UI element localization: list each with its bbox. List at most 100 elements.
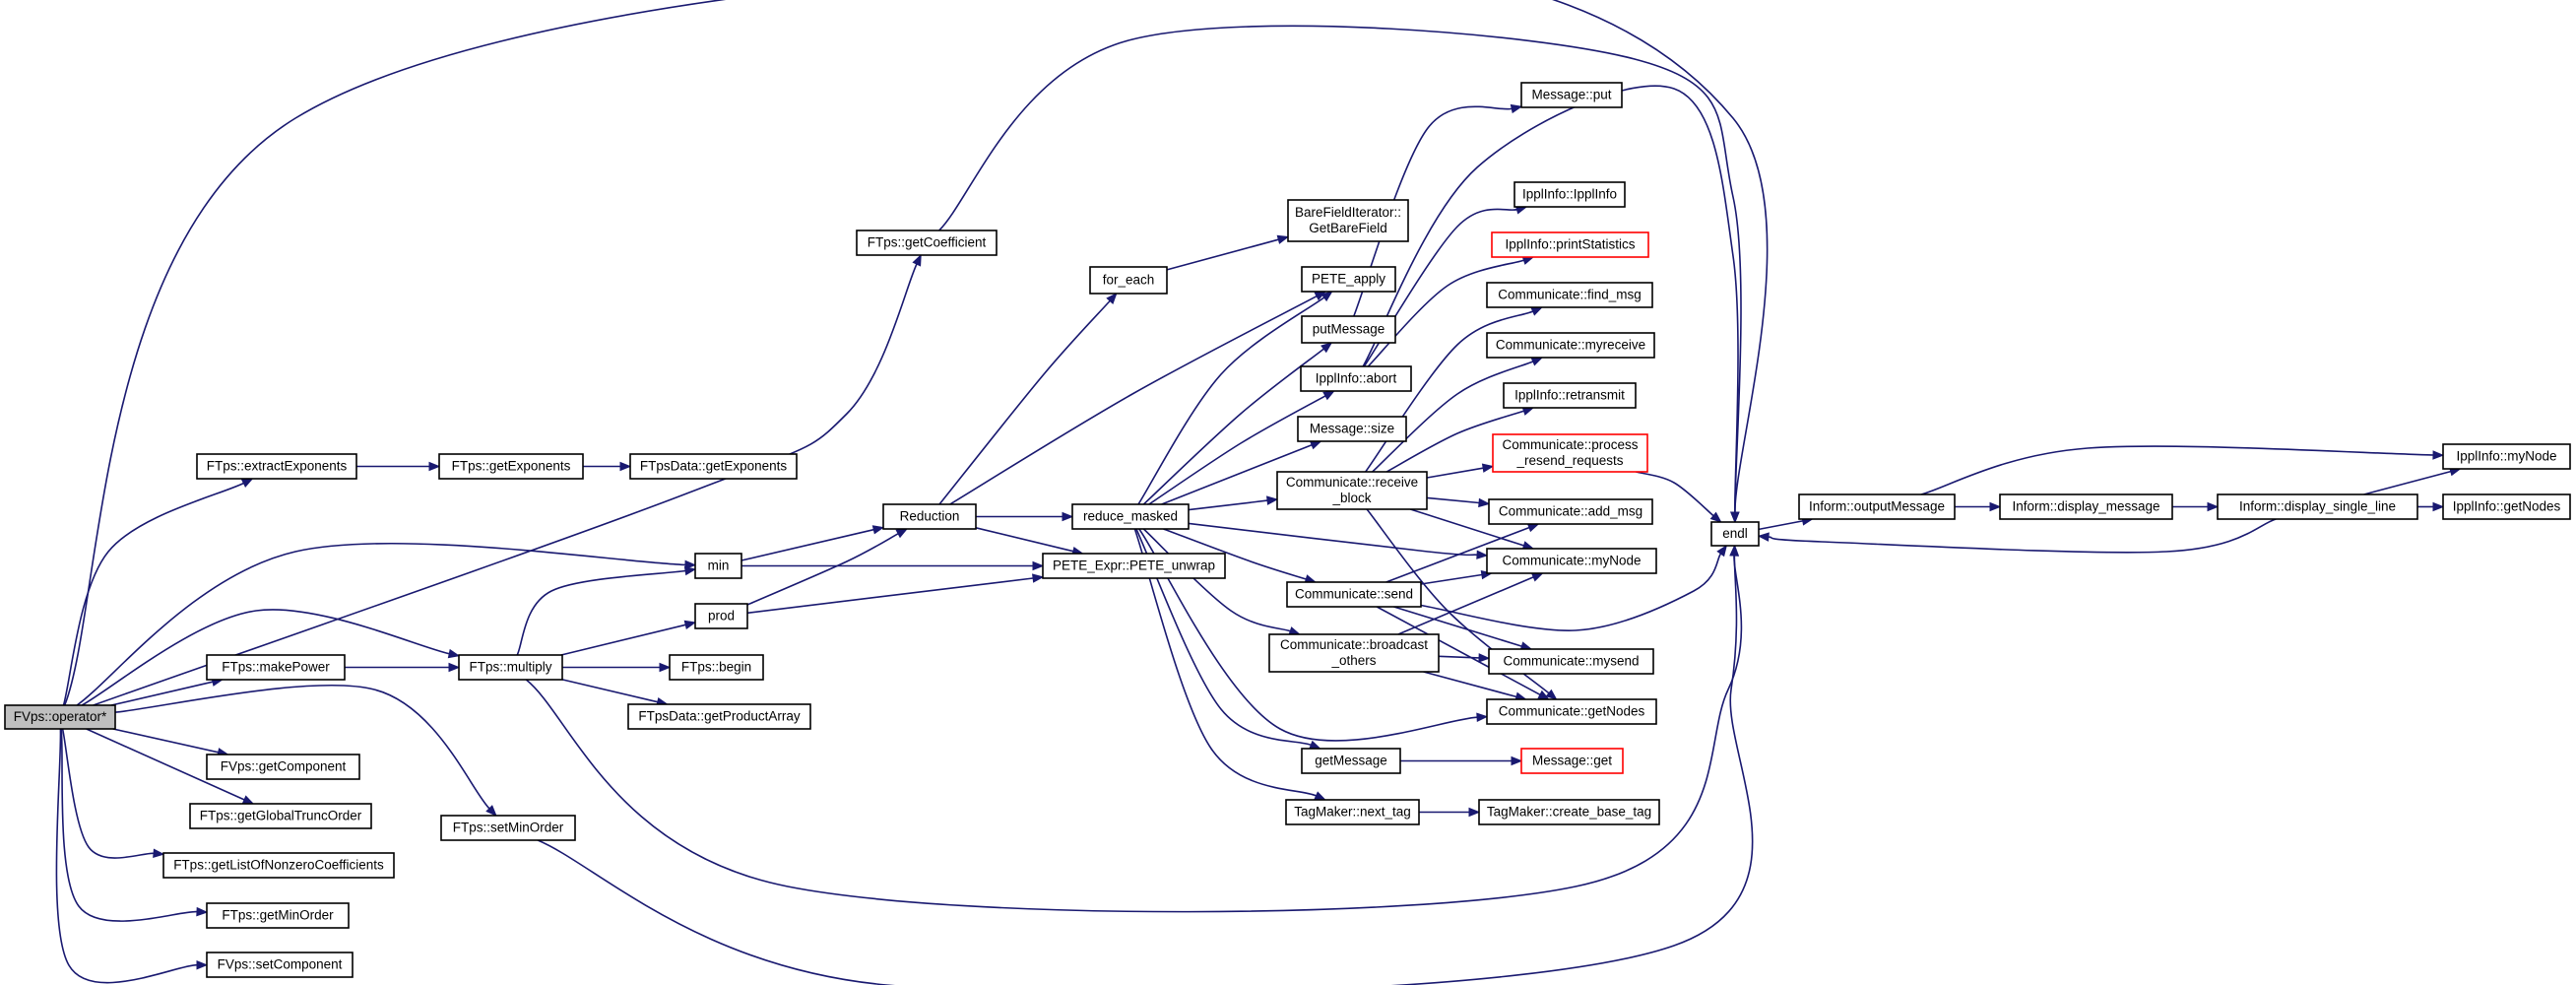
node-box xyxy=(1478,799,1660,825)
node-reduceMasked[interactable]: reduce_masked xyxy=(1071,503,1190,530)
node-mysend[interactable]: Communicate::mysend xyxy=(1488,648,1654,675)
node-getGlobalTruncOrder[interactable]: FTps::getGlobalTruncOrder xyxy=(189,803,372,829)
edge-line xyxy=(1426,496,1480,504)
node-label: min xyxy=(708,558,730,573)
node-printStatistics[interactable]: IpplInfo::printStatistics xyxy=(1491,231,1649,258)
node-multiply[interactable]: FTps::multiply xyxy=(458,654,563,681)
node-setMinOrder[interactable]: FTps::setMinOrder xyxy=(440,815,576,841)
arrowhead xyxy=(1716,544,1728,558)
node-pete_unwrap[interactable]: PETE_Expr::PETE_unwrap xyxy=(1042,553,1226,579)
node-label: Communicate::getNodes xyxy=(1499,704,1645,719)
node-begin[interactable]: FTps::begin xyxy=(669,654,764,681)
node-box xyxy=(440,815,576,841)
node-getComponent[interactable]: FVps::getComponent xyxy=(206,754,360,780)
edge-nextTag-to-createBaseTag xyxy=(1419,807,1481,818)
node-retransmit[interactable]: IpplInfo::retransmit xyxy=(1503,382,1637,409)
node-commGetNodes[interactable]: Communicate::getNodes xyxy=(1486,698,1657,725)
edge-line xyxy=(1163,528,1307,580)
edge-root-to-getMinOrder xyxy=(60,728,209,922)
node-ipplInfoCtor[interactable]: IpplInfo::IpplInfo xyxy=(1513,181,1626,208)
node-ipplAbort[interactable]: IpplInfo::abort xyxy=(1300,365,1412,392)
node-getBareField[interactable]: BareFieldIterator::GetBareField xyxy=(1287,199,1409,242)
edge-line xyxy=(1166,238,1279,271)
node-getMessage[interactable]: getMessage xyxy=(1301,748,1401,774)
node-prod[interactable]: prod xyxy=(694,603,748,629)
node-label: Communicate::myreceive xyxy=(1496,338,1645,353)
node-label: Reduction xyxy=(900,509,960,524)
node-addMsg[interactable]: Communicate::add_msg xyxy=(1488,498,1653,525)
node-putMessage[interactable]: putMessage xyxy=(1301,315,1396,344)
node-label: Communicate::process xyxy=(1502,437,1638,452)
node-peteApply[interactable]: PETE_apply xyxy=(1301,266,1396,293)
edge-reduction-to-pete_unwrap xyxy=(975,527,1084,557)
node-box xyxy=(2442,493,2571,520)
node-myreceive[interactable]: Communicate::myreceive xyxy=(1486,332,1655,359)
node-extractExponents[interactable]: FTps::extractExponents xyxy=(196,453,357,480)
edge-root-to-setMinOrder xyxy=(114,684,497,817)
edge-displayMessage-to-displaySingleLine xyxy=(2172,501,2220,512)
edges-layer xyxy=(55,0,2462,985)
node-root[interactable]: FVps::operator* xyxy=(4,704,116,730)
arrowhead xyxy=(1729,544,1740,557)
node-messagePut[interactable]: Message::put xyxy=(1520,82,1623,108)
node-getCoefficient[interactable]: FTps::getCoefficient xyxy=(856,230,998,256)
node-label: Communicate::broadcast xyxy=(1280,637,1428,652)
edge-reduceMasked-to-commGetNodes xyxy=(1138,528,1489,742)
node-displaySingleLine[interactable]: Inform::display_single_line xyxy=(2217,493,2418,520)
node-label: FTps::getMinOrder xyxy=(222,908,334,923)
arrowhead xyxy=(1478,497,1491,508)
node-getMinOrder[interactable]: FTps::getMinOrder xyxy=(206,902,350,929)
arrowhead xyxy=(1276,234,1290,244)
edge-line xyxy=(560,624,686,656)
node-box xyxy=(1486,698,1657,725)
node-processResend[interactable]: Communicate::process_resend_requests xyxy=(1492,433,1648,473)
arrowhead xyxy=(659,662,672,673)
node-receiveBlock[interactable]: Communicate::receive_block xyxy=(1276,471,1428,510)
node-findMsg[interactable]: Communicate::find_msg xyxy=(1486,282,1653,308)
node-box xyxy=(1071,503,1190,530)
node-label: FTps::begin xyxy=(681,660,751,675)
edge-line xyxy=(746,533,899,606)
edge-multiply-to-min xyxy=(516,565,697,656)
node-label: FTpsData::getProductArray xyxy=(638,709,801,724)
edge-prod-to-pete_unwrap xyxy=(746,573,1045,615)
node-nextTag[interactable]: TagMaker::next_tag xyxy=(1285,799,1420,825)
node-ipplGetNodes[interactable]: IpplInfo::getNodes xyxy=(2442,493,2571,520)
node-forEach[interactable]: for_each xyxy=(1089,266,1168,295)
node-getProductArray[interactable]: FTpsData::getProductArray xyxy=(627,703,811,730)
node-box xyxy=(196,453,357,480)
node-box xyxy=(882,503,977,530)
node-min[interactable]: min xyxy=(694,553,742,579)
edge-reduction-to-reduceMasked xyxy=(976,511,1074,522)
node-reduction[interactable]: Reduction xyxy=(882,503,977,530)
node-box xyxy=(1301,748,1401,774)
edge-reduceMasked-to-broadcastOthers xyxy=(1142,528,1302,636)
arrowhead xyxy=(1106,292,1118,304)
node-commMyNode[interactable]: Communicate::myNode xyxy=(1486,548,1657,574)
node-box xyxy=(189,803,372,829)
node-endl[interactable]: endl xyxy=(1710,521,1760,547)
edge-root-to-getCoefficient xyxy=(93,253,922,706)
edge-displaySingleLine-to-ipplGetNodes xyxy=(2417,501,2445,512)
node-displayMessage[interactable]: Inform::display_message xyxy=(1999,493,2173,520)
node-outputMessage[interactable]: Inform::outputMessage xyxy=(1798,493,1956,520)
node-dataGetExponents[interactable]: FTpsData::getExponents xyxy=(629,453,798,480)
node-messageGet[interactable]: Message::get xyxy=(1520,748,1624,774)
node-createBaseTag[interactable]: TagMaker::create_base_tag xyxy=(1478,799,1660,825)
node-ipplMyNode[interactable]: IpplInfo::myNode xyxy=(2442,443,2571,470)
node-getExponents[interactable]: FTps::getExponents xyxy=(438,453,584,480)
node-label: Inform::display_message xyxy=(2012,499,2159,514)
node-label: Message::put xyxy=(1531,88,1611,102)
node-messageSize[interactable]: Message::size xyxy=(1297,416,1407,442)
node-getListOfNonzero[interactable]: FTps::getListOfNonzeroCoefficients xyxy=(162,852,395,879)
node-broadcastOthers[interactable]: Communicate::broadcast_others xyxy=(1268,633,1440,673)
edge-line xyxy=(938,25,1742,513)
node-makePower[interactable]: FTps::makePower xyxy=(206,654,346,681)
node-commSend[interactable]: Communicate::send xyxy=(1286,581,1422,608)
edge-line xyxy=(938,299,1111,505)
node-setComponent[interactable]: FVps::setComponent xyxy=(206,952,354,978)
edge-root-to-setComponent xyxy=(55,728,209,984)
node-label: Message::get xyxy=(1532,754,1612,768)
node-label: Communicate::myNode xyxy=(1502,554,1641,568)
edge-line xyxy=(60,728,198,922)
